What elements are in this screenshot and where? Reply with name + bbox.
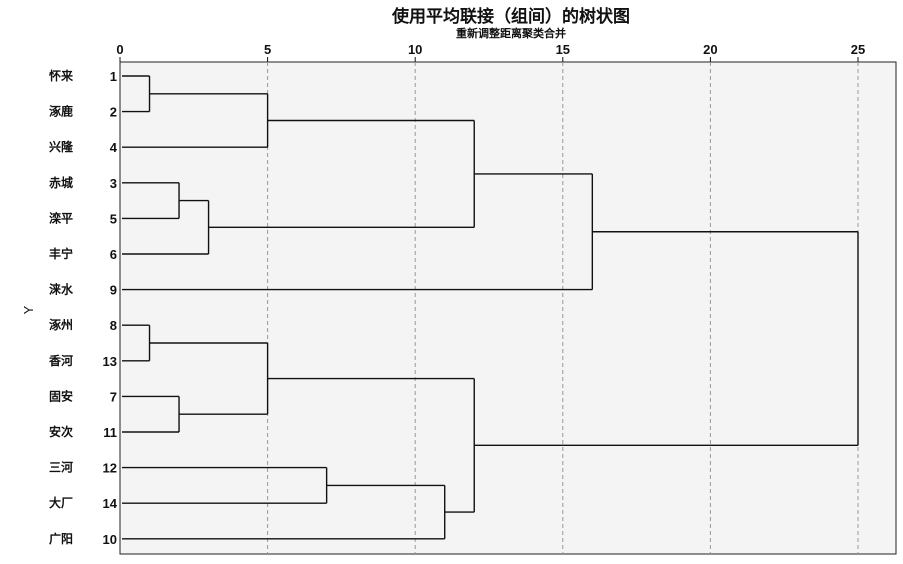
leaf-name-label: 丰宁 (49, 246, 73, 261)
leaf-id-label: 4 (110, 140, 118, 155)
x-tick-label: 5 (264, 42, 271, 57)
leaf-id-label: 10 (103, 532, 117, 547)
leaf-name-label: 赤城 (49, 175, 73, 190)
leaf-id-label: 3 (110, 176, 117, 191)
leaf-id-label: 8 (110, 318, 117, 333)
x-tick-label: 15 (556, 42, 570, 57)
dendrogram-links (122, 75, 859, 540)
y-axis-label: Y (21, 305, 36, 314)
leaf-name-label: 三河 (49, 460, 73, 475)
leaf-id-label: 6 (110, 247, 117, 262)
chart-subtitle: 重新调整距离聚类合并 (456, 26, 566, 40)
leaf-labels: 怀来 1 涿鹿 2 兴隆 4 赤城 3 滦平 5 丰宁 6 涞水 9 涿州 8 香河 13 固安 7 安次 11 三河 12 大… (48, 68, 118, 547)
leaf-name-label: 涿州 (49, 317, 73, 332)
leaf-id-label: 12 (103, 461, 117, 476)
leaf-name-label: 涞水 (49, 282, 74, 297)
leaf-name-label: 香河 (48, 353, 73, 368)
leaf-name-label: 兴隆 (49, 139, 74, 154)
leaf-name-label: 广阳 (49, 531, 73, 546)
leaf-name-label: 怀来 (49, 68, 74, 83)
leaf-name-label: 安次 (49, 424, 73, 439)
plot-area (119, 61, 897, 555)
leaf-id-label: 14 (103, 496, 118, 511)
leaf-id-label: 1 (110, 69, 117, 84)
leaf-name-label: 大厂 (49, 495, 73, 510)
chart-title: 使用平均联接（组间）的树状图 (391, 6, 630, 27)
leaf-id-label: 9 (110, 283, 117, 298)
x-axis-ticks: 0 5 10 15 20 25 (116, 42, 865, 62)
leaf-id-label: 5 (110, 211, 117, 226)
leaf-id-label: 11 (103, 425, 117, 440)
leaf-name-label: 固安 (49, 388, 73, 403)
leaf-id-label: 2 (110, 105, 117, 120)
leaf-name-label: 涿鹿 (49, 104, 73, 119)
x-tick-label: 20 (703, 42, 717, 57)
x-tick-label: 0 (116, 42, 123, 57)
leaf-name-label: 滦平 (49, 210, 73, 225)
leaf-id-label: 13 (103, 354, 117, 369)
x-tick-label: 10 (408, 42, 422, 57)
x-tick-label: 25 (851, 42, 865, 57)
leaf-id-label: 7 (110, 389, 117, 404)
